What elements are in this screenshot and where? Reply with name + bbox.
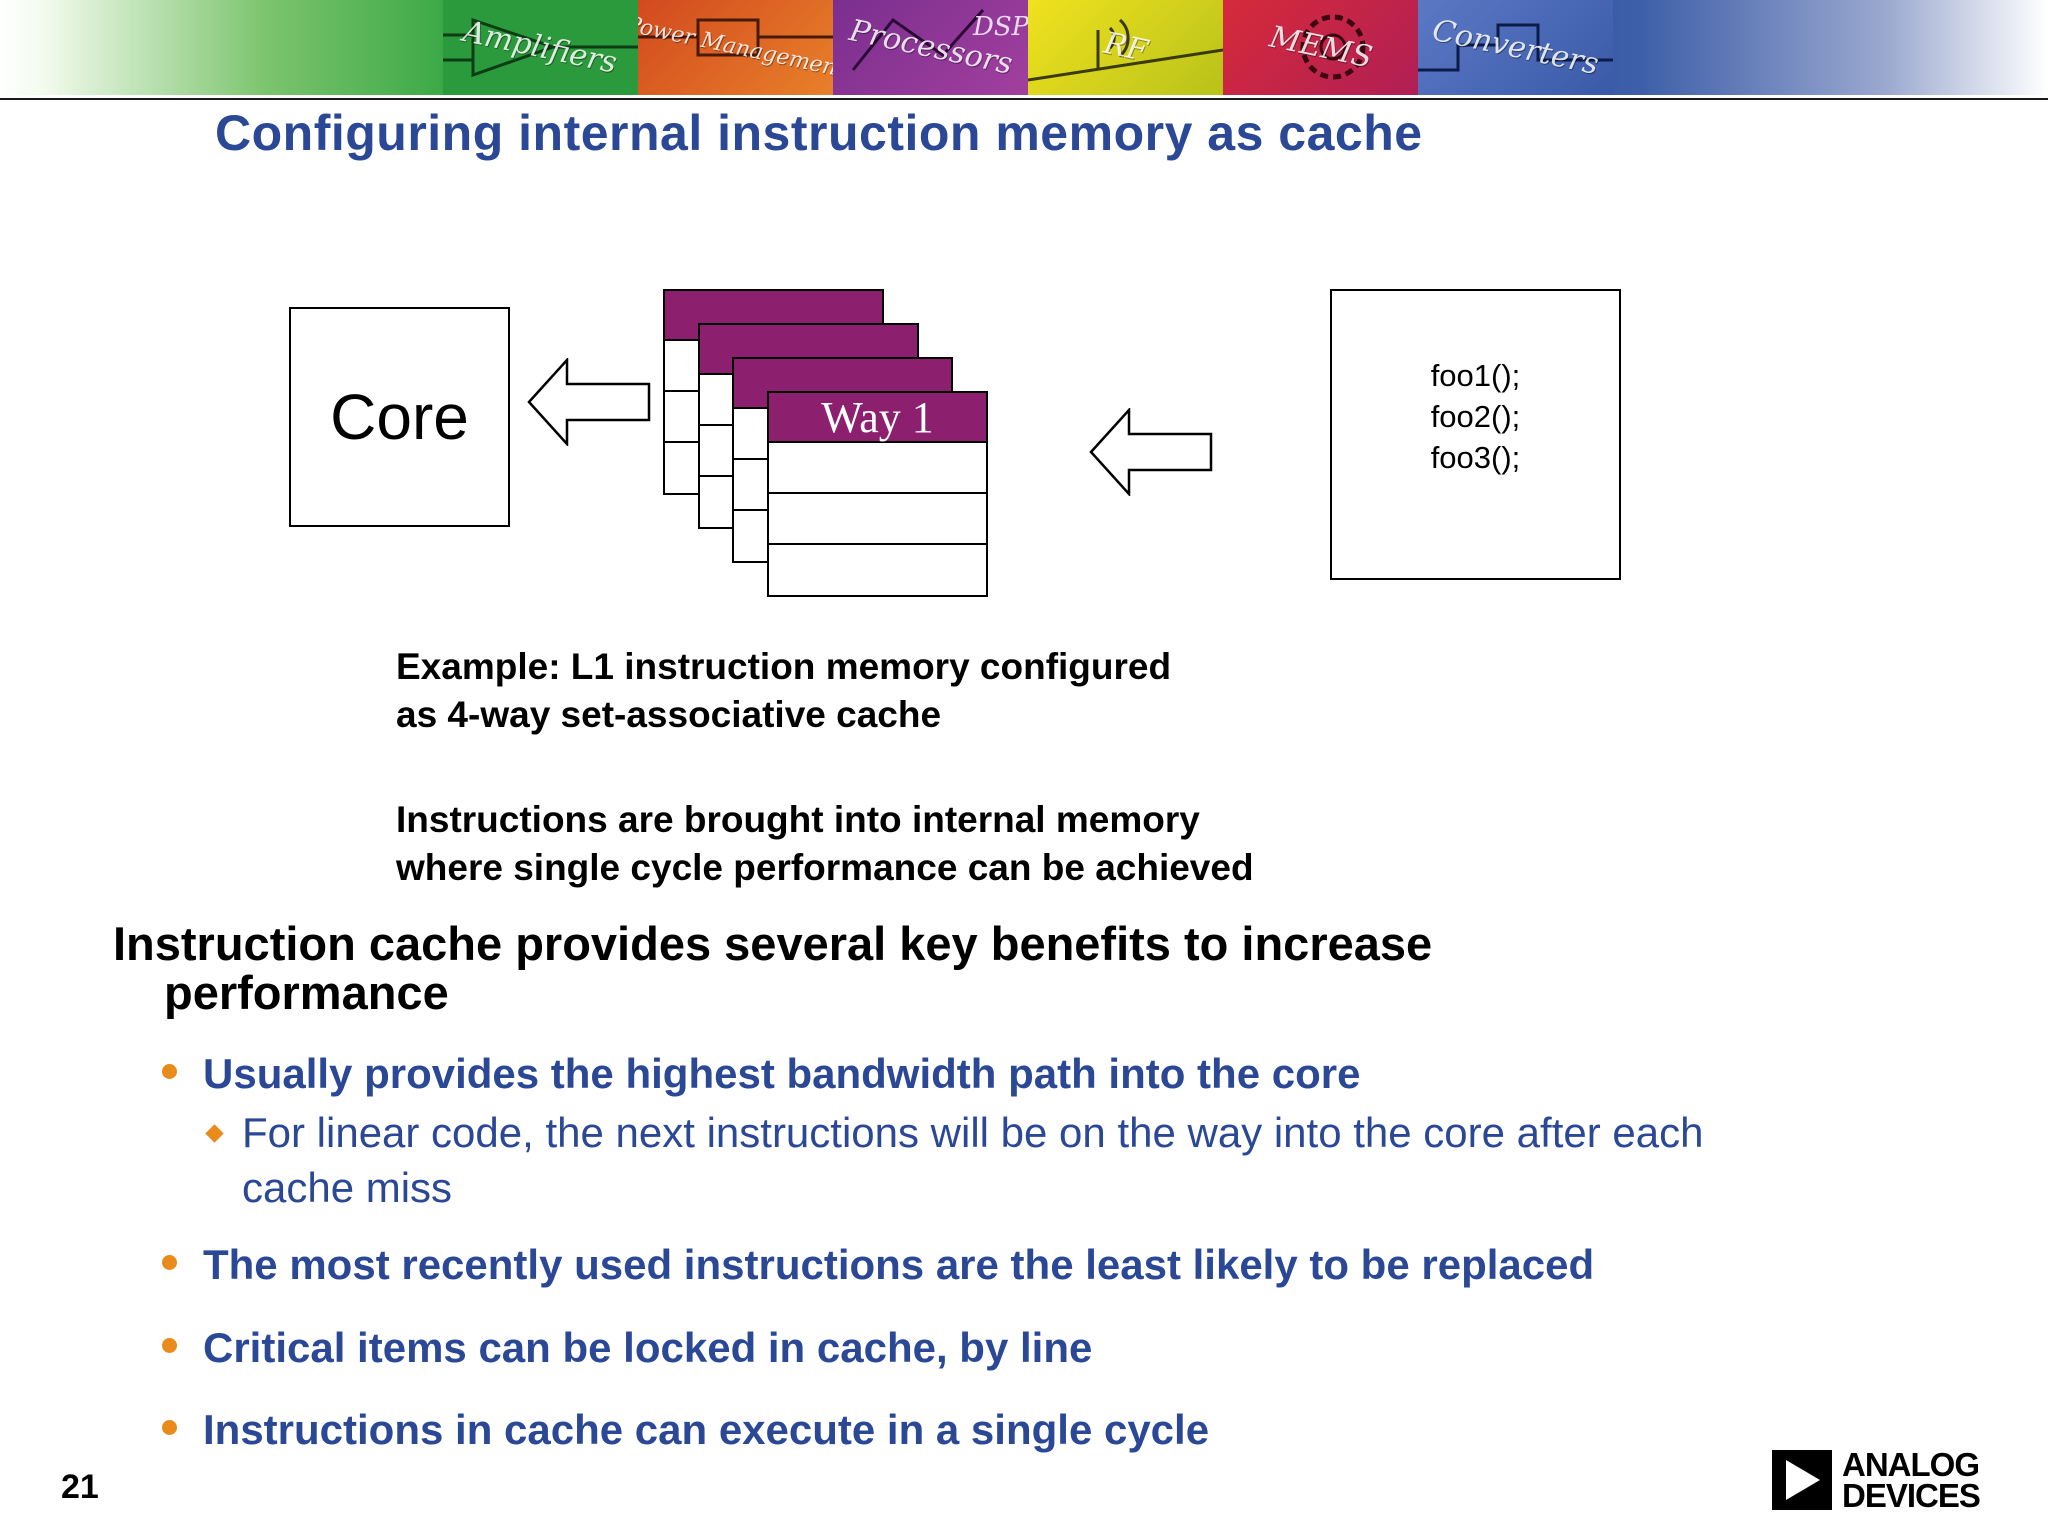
bullet-dot-icon [162,1255,177,1270]
bullet-dot-icon [162,1064,177,1079]
amplifier-icon [443,17,638,78]
banner-tile-processors: DSP Processors [833,0,1028,95]
core-box: Core [289,307,510,527]
converter-icon [1418,23,1613,72]
slide-title: Configuring internal instruction memory … [215,105,1423,161]
header-rule [0,98,2048,100]
example-caption: Example: L1 instruction memory configure… [396,646,1172,735]
bullet-dot-icon [162,1338,177,1353]
code-line: foo3(); [1430,440,1521,475]
code-line: foo2(); [1430,399,1521,434]
page-number: 21 [61,1468,99,1506]
banner-tiles: Amplifiers Power Management DSP Processo… [443,0,1613,95]
main-point: Instruction cache provides several key b… [113,917,1433,1019]
gear-icon [1300,14,1366,80]
analog-devices-logo: ANALOG DEVICES [1772,1446,1981,1514]
header-banner: Amplifiers Power Management DSP Processo… [0,0,2048,95]
way-1-label: Way 1 [821,392,934,442]
antenna-icon [1028,18,1223,82]
banner-tile-power-management: Power Management [638,0,833,95]
banner-tile-rf: RF [1028,0,1223,95]
banner-tile-converters: Converters [1418,0,1613,95]
cache-way-1: Way 1 [767,391,988,597]
external-memory-box: foo1(); foo2(); foo3(); [1330,289,1621,580]
logo-text: ANALOG DEVICES [1842,1446,1981,1514]
code-line: foo1(); [1430,358,1521,393]
instructions-caption: Instructions are brought into internal m… [396,799,1254,888]
svg-text:DSP: DSP [972,12,1028,42]
left-arrow-icon [527,358,651,446]
banner-tile-amplifiers: Amplifiers [443,0,638,95]
bullet-dot-icon [162,1420,177,1435]
sub-bullet-item: For linear code, the next instructions w… [205,1105,1766,1215]
banner-tile-mems: MEMS [1223,0,1418,95]
left-arrow-icon [1089,408,1213,496]
processor-icon: DSP [851,9,1028,71]
logo-triangle-icon [1772,1450,1832,1510]
circuit-icon [638,18,833,57]
core-label: Core [330,381,469,453]
